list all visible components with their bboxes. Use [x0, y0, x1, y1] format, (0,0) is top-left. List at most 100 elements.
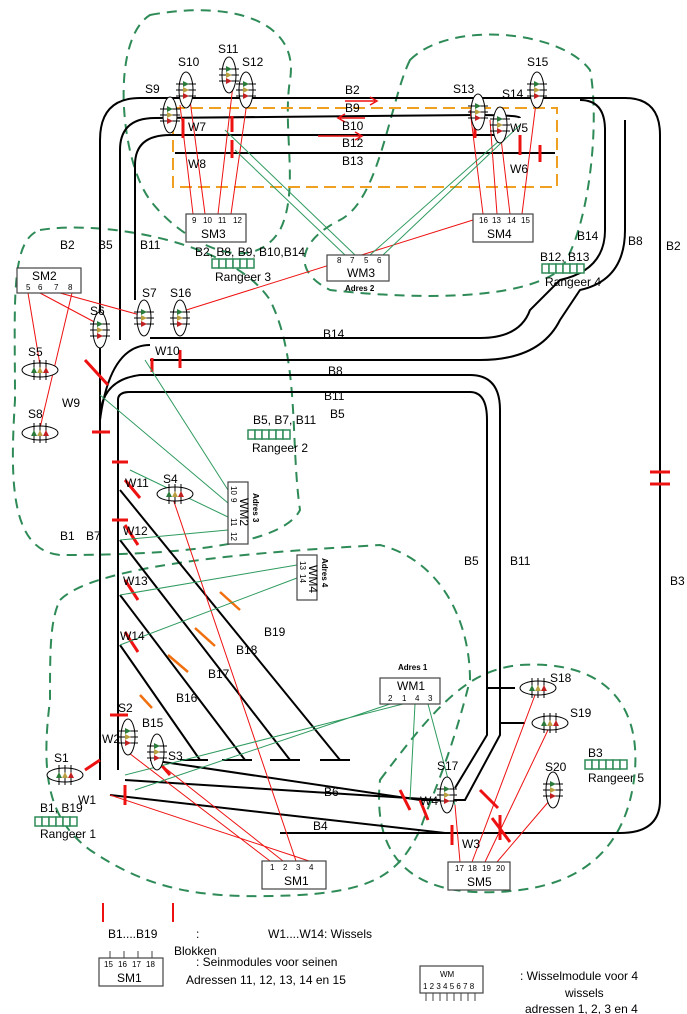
rangeer-cell	[275, 429, 284, 440]
rangeer-name: Rangeer 4	[545, 275, 601, 289]
label-s15: S15	[527, 55, 549, 69]
label-b16: B16	[176, 691, 198, 705]
pin: 10	[203, 216, 212, 225]
line-b4	[109, 794, 446, 834]
legend-signal-module: 15 16 17 18 SM1	[98, 951, 164, 987]
spur-w13	[119, 594, 252, 761]
label-b12: B12	[342, 136, 364, 150]
pin: 11	[229, 518, 238, 527]
module-wm4: 13 14 WM4 Adres 4	[296, 554, 329, 601]
signal-s14-icon	[490, 106, 510, 144]
label-b15: B15	[142, 716, 164, 730]
module-sm1: 1 2 3 4 SM1	[261, 860, 327, 890]
label-b18: B18	[236, 643, 258, 657]
pin: 2	[283, 863, 288, 872]
pin: 3	[296, 863, 301, 872]
label-b3: B3	[670, 574, 685, 588]
rangeer-cell	[268, 429, 277, 440]
rangeer-cell	[591, 759, 600, 770]
label-w12: W12	[123, 524, 148, 538]
label-b11-right: B11	[510, 554, 531, 568]
label-b5-right: B5	[464, 554, 479, 568]
rangeer-cell	[254, 429, 263, 440]
rangeer-name: Rangeer 3	[215, 270, 271, 284]
label-s11: S11	[218, 42, 239, 56]
label-s18: S18	[550, 671, 572, 685]
rangeer-name: Rangeer 2	[252, 441, 308, 455]
label-b11-left: B11	[140, 238, 161, 252]
signals	[21, 56, 569, 814]
signal-s6-icon	[90, 311, 110, 349]
rangeer-cell	[562, 263, 571, 274]
pin: 1	[270, 863, 275, 872]
rangeer-cell	[34, 816, 43, 827]
label-w5: W5	[510, 121, 528, 135]
rangeer-5: B3 Rangeer 5	[584, 746, 644, 785]
label-s1: S1	[54, 751, 69, 765]
module-name: SM1	[117, 971, 142, 985]
rangeer-box	[34, 816, 78, 827]
block-separator-marks	[83, 116, 670, 845]
pin: 8	[68, 283, 73, 292]
rangeer-cell	[605, 759, 614, 770]
label-w1: W1	[78, 793, 96, 807]
pin: 15	[521, 216, 530, 225]
label-s16: S16	[170, 286, 192, 300]
module-address: Adres 4	[320, 558, 329, 588]
pin: 12	[229, 532, 238, 541]
signal-s19-icon	[531, 713, 569, 733]
zones	[11, 9, 637, 898]
legend: B1....B19 : Blokken W1....W14: Wissels 1…	[98, 903, 638, 1014]
signal-s1-icon	[46, 765, 84, 785]
signal-s18-icon	[519, 678, 557, 698]
zone-bottom-right	[378, 663, 637, 894]
label-s6: S6	[90, 304, 105, 318]
rangeer-1: B1, B19 Rangeer 1	[34, 801, 96, 841]
label-w9: W9	[62, 396, 80, 410]
label-s2: S2	[118, 701, 133, 715]
module-wm3: 8 7 5 6 WM3 Adres 2	[326, 254, 390, 293]
module-name: SM1	[284, 874, 309, 888]
pin: 18	[468, 864, 477, 873]
label-w11: W11	[125, 476, 149, 490]
rangeer-cell	[584, 759, 593, 770]
block-labels: B1 B7 B2 B9 B10 B12 B13 B2 B5 B11 B14 B8…	[60, 83, 685, 833]
signal-s20-icon	[543, 771, 563, 809]
rangeer-blocks: B5, B7, B11	[253, 413, 316, 427]
rangeer-box	[541, 263, 585, 274]
rangeer-box	[211, 258, 255, 269]
label-w7: W7	[188, 120, 206, 134]
spur-w11	[119, 489, 350, 761]
label-b4: B4	[313, 819, 328, 833]
label-b7: B7	[86, 529, 101, 543]
module-name: WM1	[397, 679, 425, 693]
rangeer-cell	[232, 258, 241, 269]
module-name: WM4	[306, 565, 320, 593]
legend-switch-module: WM 1 2 3 4 5 6 7 8	[419, 965, 484, 1001]
pin: 2	[388, 694, 393, 703]
loop-b12	[134, 134, 500, 300]
module-name: WM3	[347, 266, 375, 280]
modules: 1 2 3 4 SM1 SM2 5 6 7 8 9 10 11 12 SM3 1…	[16, 213, 534, 891]
rangeer-cell	[48, 816, 57, 827]
loop-b8	[150, 120, 626, 361]
rangeer-cell	[598, 759, 607, 770]
rangeer-cell	[247, 429, 256, 440]
module-name: WM	[440, 970, 455, 979]
label-w10: W10	[155, 344, 180, 358]
label-b13: B13	[342, 154, 364, 168]
rangeer-box	[247, 429, 291, 440]
pin: 20	[496, 864, 505, 873]
rangeer-blocks: B1, B19	[40, 801, 83, 815]
pin: 1	[402, 694, 407, 703]
label-s13: S13	[453, 82, 475, 96]
rangeer-cell	[612, 759, 621, 770]
signal-s11-icon	[219, 56, 239, 94]
direction-arrows-spurs	[139, 591, 241, 709]
signal-s10-icon	[176, 71, 196, 109]
label-s17: S17	[437, 759, 459, 773]
pin: 8	[337, 256, 342, 265]
rangeer-cell	[261, 429, 270, 440]
pin: 4	[309, 863, 314, 872]
rangeer-cell	[569, 263, 578, 274]
